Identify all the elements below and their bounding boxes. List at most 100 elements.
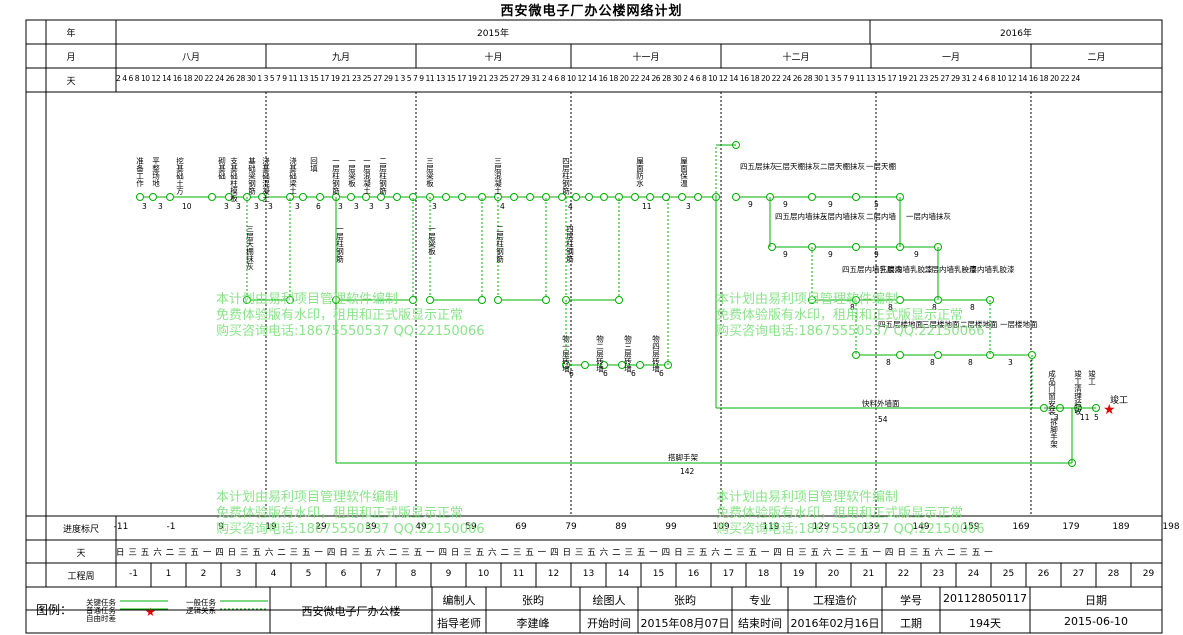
event-node <box>600 361 608 369</box>
task-duration: 8 <box>970 303 975 312</box>
watermark-block: 本计划由易利项目管理软件编制 免费体验版有水印，租用和正式版显示正常 购买咨询电… <box>216 292 485 340</box>
event-node <box>852 193 860 201</box>
month-jan: 一月 <box>941 53 960 63</box>
day-ticks: 2 4 6 8 10 12 14 16 18 20 22 24 26 28 30… <box>116 74 1080 83</box>
task-duration: 9 <box>783 200 788 209</box>
event-node <box>258 193 266 201</box>
watermark-line: 免费体验版有水印，租用和正式版显示正常 <box>716 506 964 521</box>
event-node <box>585 193 593 201</box>
month-nov: 十一月 <box>632 53 660 63</box>
date-value: 2015-06-10 <box>1064 615 1128 628</box>
event-node <box>934 351 942 359</box>
week-tick: 10 <box>477 569 490 579</box>
major-value: 工程造价 <box>813 594 857 607</box>
week-tick: 19 <box>792 569 805 579</box>
task-duration: 9 <box>828 250 833 259</box>
task-label: 一层柱钢筋 <box>335 225 344 264</box>
task-label: 成品门窗安装 <box>1047 369 1056 417</box>
end-value: 2016年02月16日 <box>790 617 880 630</box>
task-duration: 6 <box>631 369 636 378</box>
week-tick: 2 <box>200 569 207 579</box>
task-label: 一层梁板 <box>347 157 356 188</box>
task-label: 二层天棚抹灰 <box>820 161 865 171</box>
date-label: 日期 <box>1085 594 1107 607</box>
event-node <box>572 193 580 201</box>
task-label: 四五层楼地面 <box>878 319 923 329</box>
watermark-line: 本计划由易利项目管理软件编制 <box>216 490 399 505</box>
week-tick: 27 <box>1072 569 1085 579</box>
task-duration: 3 <box>686 202 691 211</box>
event-node <box>458 193 466 201</box>
week-tick: 21 <box>862 569 875 579</box>
task-label: 一层天棚 <box>866 161 896 171</box>
watermark-block: 本计划由易利项目管理软件编制 免费体验版有水印，租用和正式版显示正常 购买咨询电… <box>716 490 985 538</box>
task-duration: 3 <box>236 202 241 211</box>
task-duration: 3 <box>338 202 343 211</box>
week-tick: 17 <box>722 569 735 579</box>
event-node <box>494 296 502 304</box>
task-label: 二层内墙 <box>866 211 896 221</box>
week-tick: 9 <box>445 569 452 579</box>
task-label: 一层梁板 <box>427 225 436 256</box>
task-label: 三层天棚抹灰 <box>775 161 820 171</box>
event-node <box>225 193 233 201</box>
task-label: 竣工清理验收 <box>1073 369 1082 417</box>
task-label: 四五层抹灰 <box>740 161 778 171</box>
event-node <box>409 193 417 201</box>
task-label: 三层梁板 <box>425 157 434 188</box>
task-label: 三层天棚抹灰 <box>245 225 254 271</box>
watermark-line: 免费体验版有水印，租用和正式版显示正常 <box>216 506 464 521</box>
year-2016: 2016年 <box>1000 29 1032 39</box>
advisor-value: 李建峰 <box>516 617 550 630</box>
progress-tick: 169 <box>1012 522 1030 532</box>
event-node <box>377 193 385 201</box>
task-label: 二层楼地面 <box>960 319 998 329</box>
progress-tick: -1 <box>166 522 176 532</box>
month-dec: 十二月 <box>782 53 810 63</box>
progress-tick: 79 <box>565 522 577 532</box>
week-label: 工程周 <box>67 572 95 582</box>
event-node <box>526 193 534 201</box>
task-duration: 5 <box>874 200 879 209</box>
week-tick: 29 <box>1142 569 1155 579</box>
task-label: 三层内墙乳胶漆 <box>880 264 933 274</box>
task-label: 准备工作 <box>135 156 144 189</box>
watermark-line: 购买咨询电话:18675550537 QQ:22150066 <box>716 522 985 537</box>
task-duration: 8 <box>850 303 855 312</box>
task-duration: 6 <box>316 202 321 211</box>
watermark-line: 免费体验版有水印，租用和正式版显示正常 <box>716 308 964 323</box>
task-label: 一层内墙抹灰 <box>906 211 951 221</box>
event-node <box>136 193 144 201</box>
task-label: 二层内墙乳胶漆 <box>924 264 977 274</box>
week-tick: 1 <box>165 569 172 579</box>
task-label: 竣工 <box>1087 369 1096 386</box>
watermark-line: 本计划由易利项目管理软件编制 <box>216 292 399 307</box>
event-node <box>393 193 401 201</box>
event-node <box>581 361 589 369</box>
weekday-ticks: 日 三 五 六 二 三 五 一 四 日 三 五 六 二 三 五 一 四 日 三 … <box>116 548 994 558</box>
event-node <box>615 193 623 201</box>
task-label: 挖基础土方 <box>175 156 184 196</box>
week-tick: 26 <box>1037 569 1050 579</box>
watermark-block: 本计划由易利项目管理软件编制 免费体验版有水印，租用和正式版显示正常 购买咨询电… <box>716 292 985 340</box>
progress-tick: 119 <box>762 522 780 532</box>
week-tick: 23 <box>932 569 945 579</box>
legend-item: 关键任务 <box>86 598 116 607</box>
task-duration: 6 <box>659 369 664 378</box>
row-label-day: 天 <box>66 77 76 87</box>
task-duration: 3 <box>254 202 259 211</box>
start-value: 2015年08月07日 <box>640 617 730 630</box>
event-node <box>362 193 370 201</box>
task-duration: 3 <box>1008 358 1013 367</box>
duration-label: 工期 <box>900 617 922 630</box>
row-label-year: 年 <box>66 29 76 39</box>
advisor-label: 指导老师 <box>437 617 481 630</box>
task-duration: 4 <box>568 202 573 211</box>
task-label: 一层楼地面 <box>1000 319 1038 329</box>
drawer-label: 绘图人 <box>592 594 626 607</box>
task-duration: 3 <box>385 202 390 211</box>
event-node <box>286 296 294 304</box>
progress-tick: 179 <box>1062 522 1080 532</box>
event-node <box>442 193 450 201</box>
